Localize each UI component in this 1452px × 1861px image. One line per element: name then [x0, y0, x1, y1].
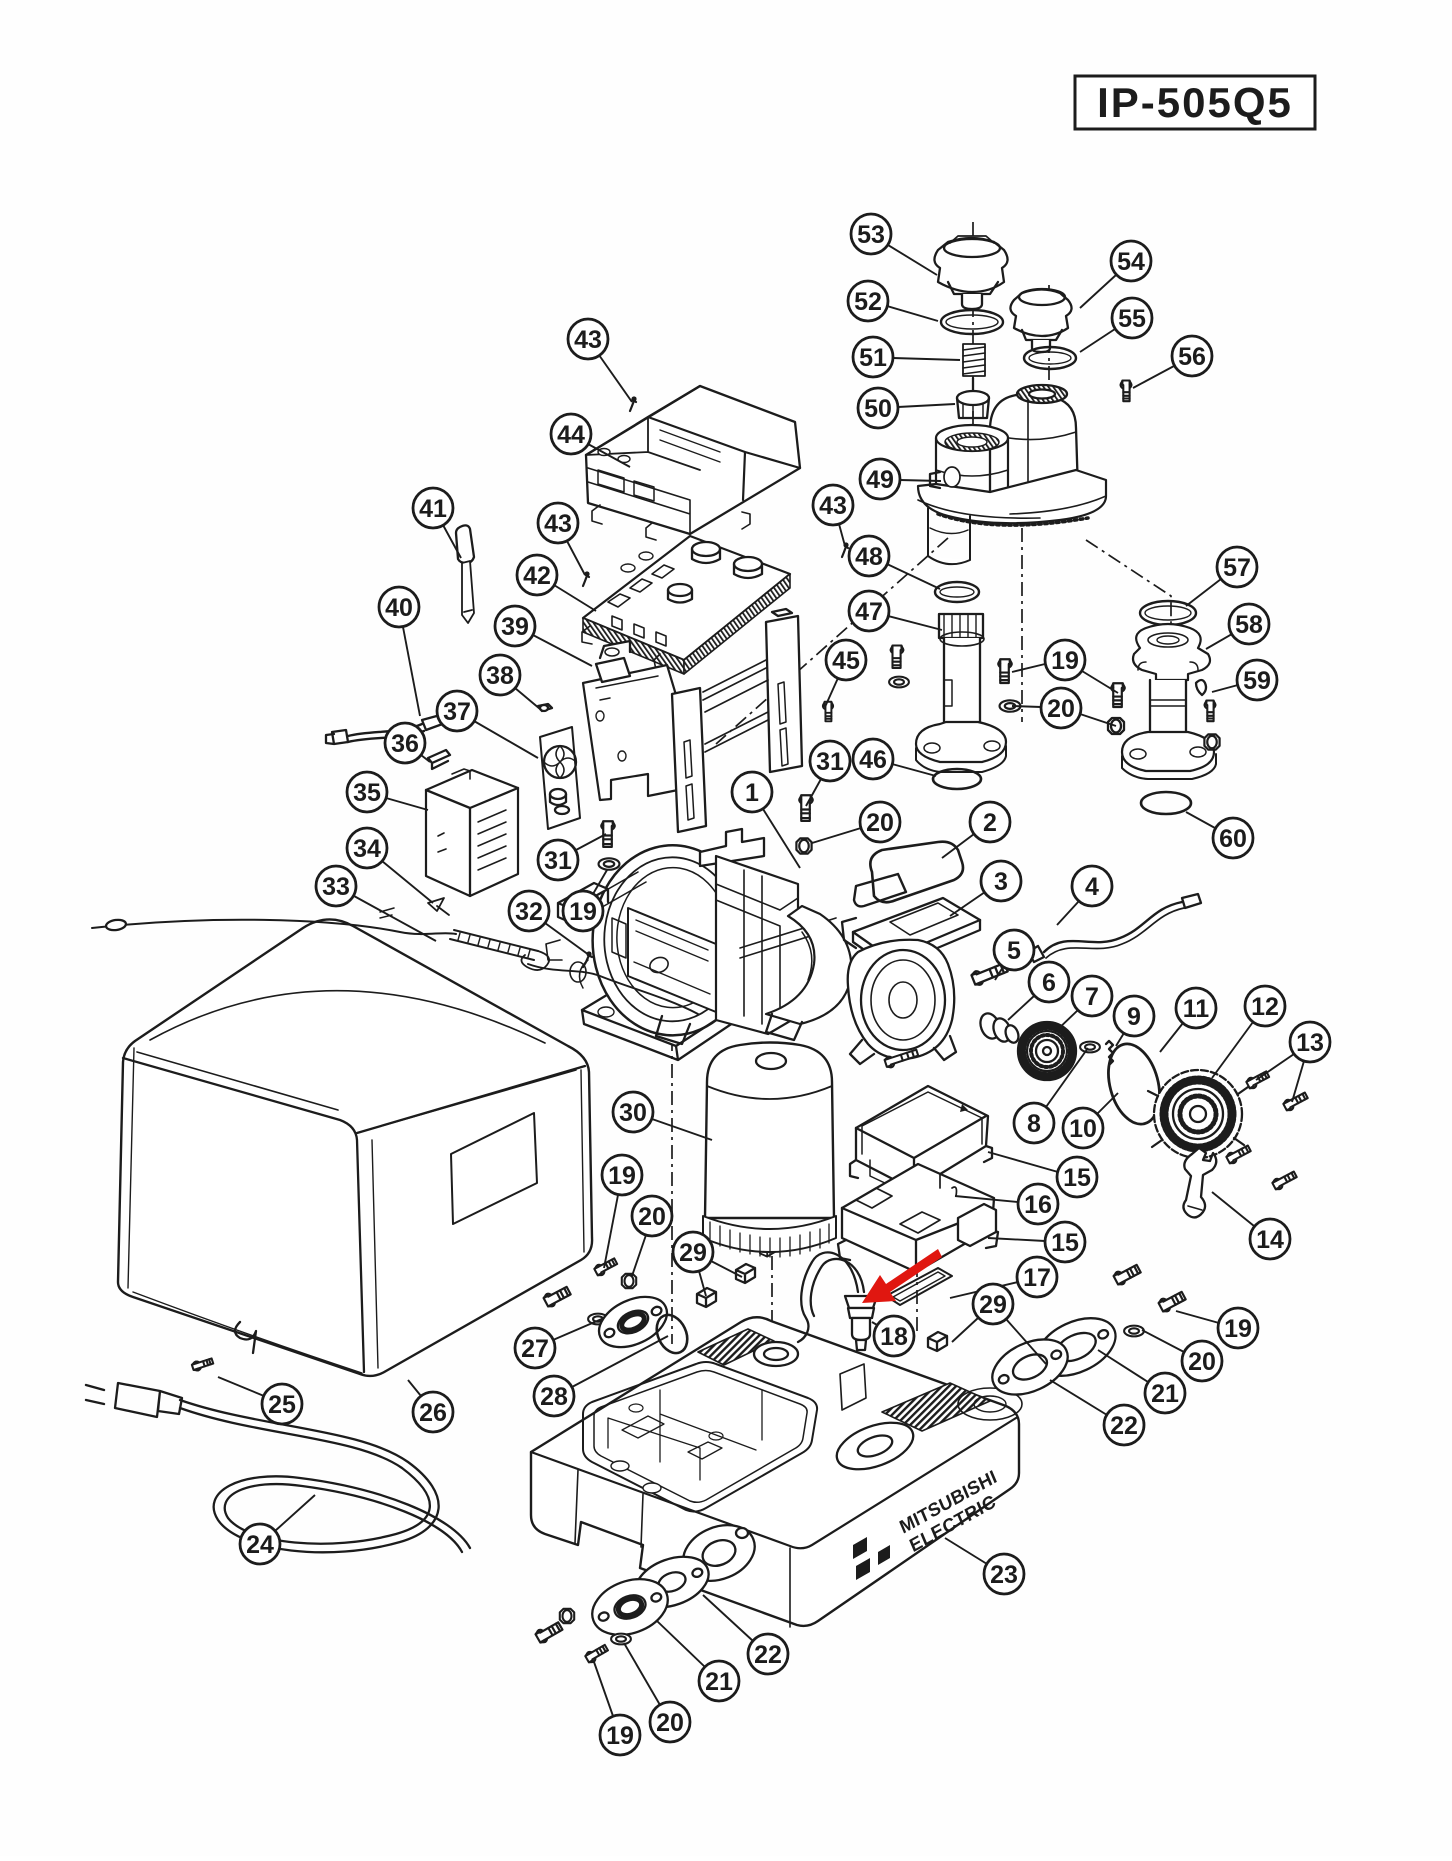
svg-text:45: 45: [832, 647, 860, 675]
svg-text:43: 43: [544, 510, 572, 538]
svg-text:22: 22: [1110, 1412, 1138, 1440]
svg-text:37: 37: [443, 698, 471, 726]
svg-text:19: 19: [606, 1722, 634, 1750]
svg-text:21: 21: [1151, 1380, 1179, 1408]
svg-text:58: 58: [1235, 611, 1263, 639]
svg-text:42: 42: [523, 562, 551, 590]
svg-text:10: 10: [1069, 1115, 1097, 1143]
svg-text:53: 53: [857, 221, 885, 249]
svg-text:19: 19: [1051, 647, 1079, 675]
svg-text:1: 1: [745, 779, 759, 807]
svg-text:57: 57: [1223, 554, 1251, 582]
svg-text:29: 29: [979, 1291, 1007, 1319]
svg-text:20: 20: [866, 809, 894, 837]
svg-text:19: 19: [569, 898, 597, 926]
svg-text:39: 39: [501, 613, 529, 641]
svg-text:32: 32: [515, 898, 543, 926]
svg-text:41: 41: [419, 495, 447, 523]
svg-text:46: 46: [859, 746, 887, 774]
svg-text:48: 48: [855, 543, 883, 571]
svg-text:27: 27: [521, 1335, 549, 1363]
svg-text:26: 26: [419, 1399, 447, 1427]
svg-text:8: 8: [1027, 1110, 1041, 1138]
svg-text:47: 47: [855, 598, 883, 626]
svg-text:43: 43: [819, 492, 847, 520]
svg-text:38: 38: [486, 662, 514, 690]
svg-text:5: 5: [1007, 937, 1021, 965]
svg-text:36: 36: [391, 730, 419, 758]
svg-text:9: 9: [1127, 1003, 1141, 1031]
svg-text:43: 43: [574, 326, 602, 354]
svg-text:4: 4: [1085, 873, 1099, 901]
svg-text:15: 15: [1063, 1164, 1091, 1192]
svg-text:19: 19: [608, 1162, 636, 1190]
svg-text:54: 54: [1117, 248, 1145, 276]
svg-text:29: 29: [679, 1239, 707, 1267]
svg-text:31: 31: [544, 847, 572, 875]
svg-text:11: 11: [1183, 995, 1210, 1023]
svg-text:14: 14: [1256, 1226, 1284, 1254]
svg-text:20: 20: [1047, 695, 1075, 723]
svg-text:50: 50: [864, 395, 892, 423]
svg-text:20: 20: [1188, 1348, 1216, 1376]
svg-text:51: 51: [859, 344, 887, 372]
svg-text:19: 19: [1224, 1315, 1252, 1343]
svg-text:24: 24: [246, 1531, 274, 1559]
svg-text:12: 12: [1251, 993, 1279, 1021]
svg-text:16: 16: [1024, 1191, 1052, 1219]
svg-text:20: 20: [638, 1203, 666, 1231]
svg-text:20: 20: [656, 1709, 684, 1737]
svg-text:40: 40: [385, 594, 413, 622]
svg-text:56: 56: [1178, 343, 1206, 371]
svg-text:6: 6: [1042, 969, 1056, 997]
svg-text:31: 31: [816, 748, 844, 776]
svg-text:17: 17: [1023, 1264, 1051, 1292]
svg-text:60: 60: [1219, 825, 1247, 853]
svg-text:15: 15: [1051, 1229, 1079, 1257]
svg-text:55: 55: [1118, 305, 1146, 333]
svg-text:2: 2: [983, 809, 997, 837]
svg-text:34: 34: [353, 835, 381, 863]
svg-text:IP-505Q5: IP-505Q5: [1097, 79, 1293, 126]
svg-text:7: 7: [1085, 983, 1099, 1011]
svg-text:49: 49: [866, 466, 894, 494]
svg-text:18: 18: [880, 1323, 908, 1351]
svg-text:28: 28: [540, 1383, 568, 1411]
svg-text:33: 33: [322, 873, 350, 901]
svg-text:52: 52: [854, 288, 882, 316]
svg-text:30: 30: [619, 1099, 647, 1127]
svg-text:25: 25: [268, 1391, 296, 1419]
svg-text:35: 35: [353, 779, 381, 807]
svg-text:21: 21: [705, 1668, 733, 1696]
svg-text:23: 23: [990, 1561, 1018, 1589]
svg-text:13: 13: [1296, 1029, 1324, 1057]
svg-text:44: 44: [557, 421, 585, 449]
svg-text:3: 3: [994, 868, 1008, 896]
svg-text:22: 22: [754, 1641, 782, 1669]
svg-text:59: 59: [1243, 667, 1271, 695]
